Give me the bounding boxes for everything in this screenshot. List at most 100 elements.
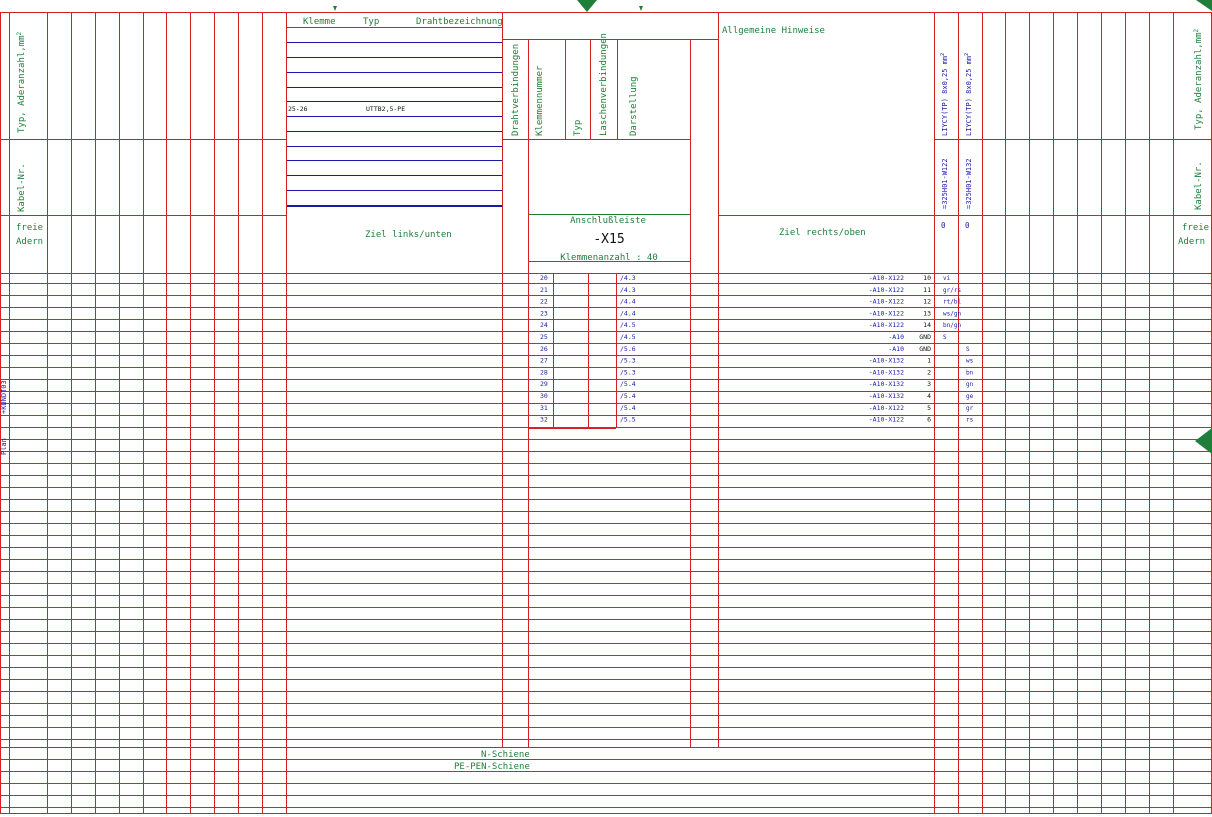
terminal-number: 27 <box>540 357 548 365</box>
terminal-number: 32 <box>540 416 548 424</box>
strip-name: -X15 <box>593 232 624 247</box>
terminal-target: -A10 <box>888 333 904 341</box>
terminal-reference: /5.4 <box>620 392 636 400</box>
right-typ-sup: 2 <box>1193 28 1200 32</box>
terminal-number: 22 <box>540 298 548 306</box>
header-laschenverbindungen: Laschenverbindungen <box>599 33 609 136</box>
terminal-number: 30 <box>540 392 548 400</box>
terminal-number: 28 <box>540 368 548 376</box>
terminal-wire-color: rs <box>966 417 974 424</box>
terminal-target: -A10 <box>888 345 904 353</box>
terminal-wire-color: bn <box>966 369 974 376</box>
left-kabel-label: Kabel-Nr. <box>17 163 27 212</box>
ziel-rechts-label: Ziel rechts/oben <box>779 228 866 238</box>
terminal-pin: 6 <box>927 416 931 424</box>
allgemeine-hinweise: Allgemeine Hinweise <box>722 26 825 36</box>
right-typ-label: Typ, Aderanzahl,mm2 <box>1193 28 1204 130</box>
terminal-target: -A10-X122 <box>869 274 904 282</box>
terminal-reference: /5.4 <box>620 380 636 388</box>
cable-2-number: =325H01-W132 <box>965 158 973 209</box>
terminal-pin: 1 <box>927 357 931 365</box>
terminal-pin: 13 <box>923 309 931 317</box>
terminal-number: 31 <box>540 404 548 412</box>
terminal-wire-color: S <box>966 346 970 353</box>
klemmenanzahl-label: Klemmenanzahl : 40 <box>560 253 658 263</box>
terminal-reference: /5.3 <box>620 357 636 365</box>
terminal-pin: 11 <box>923 286 931 294</box>
terminal-pin: GND <box>919 345 931 353</box>
cable-2-type-sup: 2 <box>964 53 970 56</box>
terminal-number: 24 <box>540 321 548 329</box>
side-marker-right <box>1195 428 1212 454</box>
terminal-wire-color: ws <box>966 358 974 365</box>
terminal-reference: /4.3 <box>620 286 636 294</box>
terminal-target: -A10-X122 <box>869 321 904 329</box>
right-freie-label: freie <box>1182 223 1209 233</box>
terminal-target: -A10-X132 <box>869 368 904 376</box>
terminal-pin: 12 <box>923 298 931 306</box>
right-kabel-label: Kabel-Nr. <box>1194 161 1204 210</box>
terminal-pin: 14 <box>923 321 931 329</box>
terminal-reference: /4.4 <box>620 298 636 306</box>
terminal-wire-color: vi <box>943 275 951 282</box>
terminal-reference: /5.3 <box>620 368 636 376</box>
typ-label: Typ <box>363 17 379 27</box>
pe-schiene-label: PE-PEN-Schiene <box>454 762 530 772</box>
terminal-reference: /4.5 <box>620 321 636 329</box>
left-typ-label: Typ, Aderanzahl,mm2 <box>16 31 27 133</box>
terminal-target: -A10-X132 <box>869 380 904 388</box>
terminal-reference: /5.4 <box>620 404 636 412</box>
terminal-reference: /5.6 <box>620 345 636 353</box>
terminal-reference: /4.5 <box>620 333 636 341</box>
terminal-pin: 5 <box>927 404 931 412</box>
top-marker-right <box>639 6 643 11</box>
terminal-number: 23 <box>540 309 548 317</box>
terminal-reference: /5.5 <box>620 416 636 424</box>
cable-1-type: LIYCY(TP) 8x0,25 mm2 <box>940 53 949 136</box>
side-plan-label: Plan <box>0 438 8 455</box>
cable-1-type-sup: 2 <box>940 53 946 56</box>
terminal-reference: /4.4 <box>620 309 636 317</box>
grid-lines <box>0 12 1212 814</box>
n-schiene-label: N-Schiene <box>481 750 530 760</box>
terminal-pin: 2 <box>927 368 931 376</box>
terminal-target: -A10-X122 <box>869 309 904 317</box>
top-marker-center <box>577 0 597 12</box>
header-darstellung: Darstellung <box>629 76 639 136</box>
cable-2-free: 0 <box>965 221 970 230</box>
terminal-pin: 3 <box>927 380 931 388</box>
right-adern-label: Adern <box>1178 237 1205 247</box>
header-klemmennummer: Klemmennummer <box>535 65 545 136</box>
terminal-reference: /4.3 <box>620 274 636 282</box>
drahtbezeichnung-label: Drahtbezeichnung <box>416 17 503 27</box>
terminal-wire-color: ws/gn <box>943 310 961 317</box>
anschlussleiste-label: Anschlußleiste <box>570 216 646 226</box>
header-drahtverbindungen: Drahtverbindungen <box>511 44 521 136</box>
terminal-pin: 4 <box>927 392 931 400</box>
corner-marker-top-right <box>1196 0 1212 11</box>
terminal-target: -A10-X122 <box>869 416 904 424</box>
left-typ-sup: 2 <box>16 31 23 35</box>
right-typ-text: Typ, Aderanzahl,mm <box>1194 32 1204 130</box>
cable-1-number: =325H01-W122 <box>941 158 949 209</box>
side-code-label: +KUNDT03 <box>0 380 8 414</box>
terminal-number: 25 <box>540 333 548 341</box>
terminal-pin: GND <box>919 333 931 341</box>
left-adern-label: Adern <box>16 237 43 247</box>
klemme-label: Klemme <box>303 17 336 27</box>
terminal-number: 29 <box>540 380 548 388</box>
cable-1-type-text: LIYCY(TP) 8x0,25 mm <box>941 56 949 136</box>
terminal-wire-color: gn <box>966 381 974 388</box>
cable-2-type: LIYCY(TP) 8x0,25 mm2 <box>964 53 973 136</box>
terminal-wire-color: gr/rs <box>943 287 961 294</box>
terminal-number: 21 <box>540 286 548 294</box>
terminal-wire-color: gr <box>966 405 974 412</box>
terminal-target: -A10-X132 <box>869 392 904 400</box>
left-typ-text: Typ, Aderanzahl,mm <box>17 35 27 133</box>
strip-entry-type: UTTB2,5-PE <box>366 105 405 113</box>
terminal-target: -A10-X122 <box>869 404 904 412</box>
terminal-wire-color: ge <box>966 393 974 400</box>
cable-1-free: 0 <box>941 221 946 230</box>
top-marker-left <box>333 6 337 11</box>
terminal-target: -A10-X122 <box>869 286 904 294</box>
